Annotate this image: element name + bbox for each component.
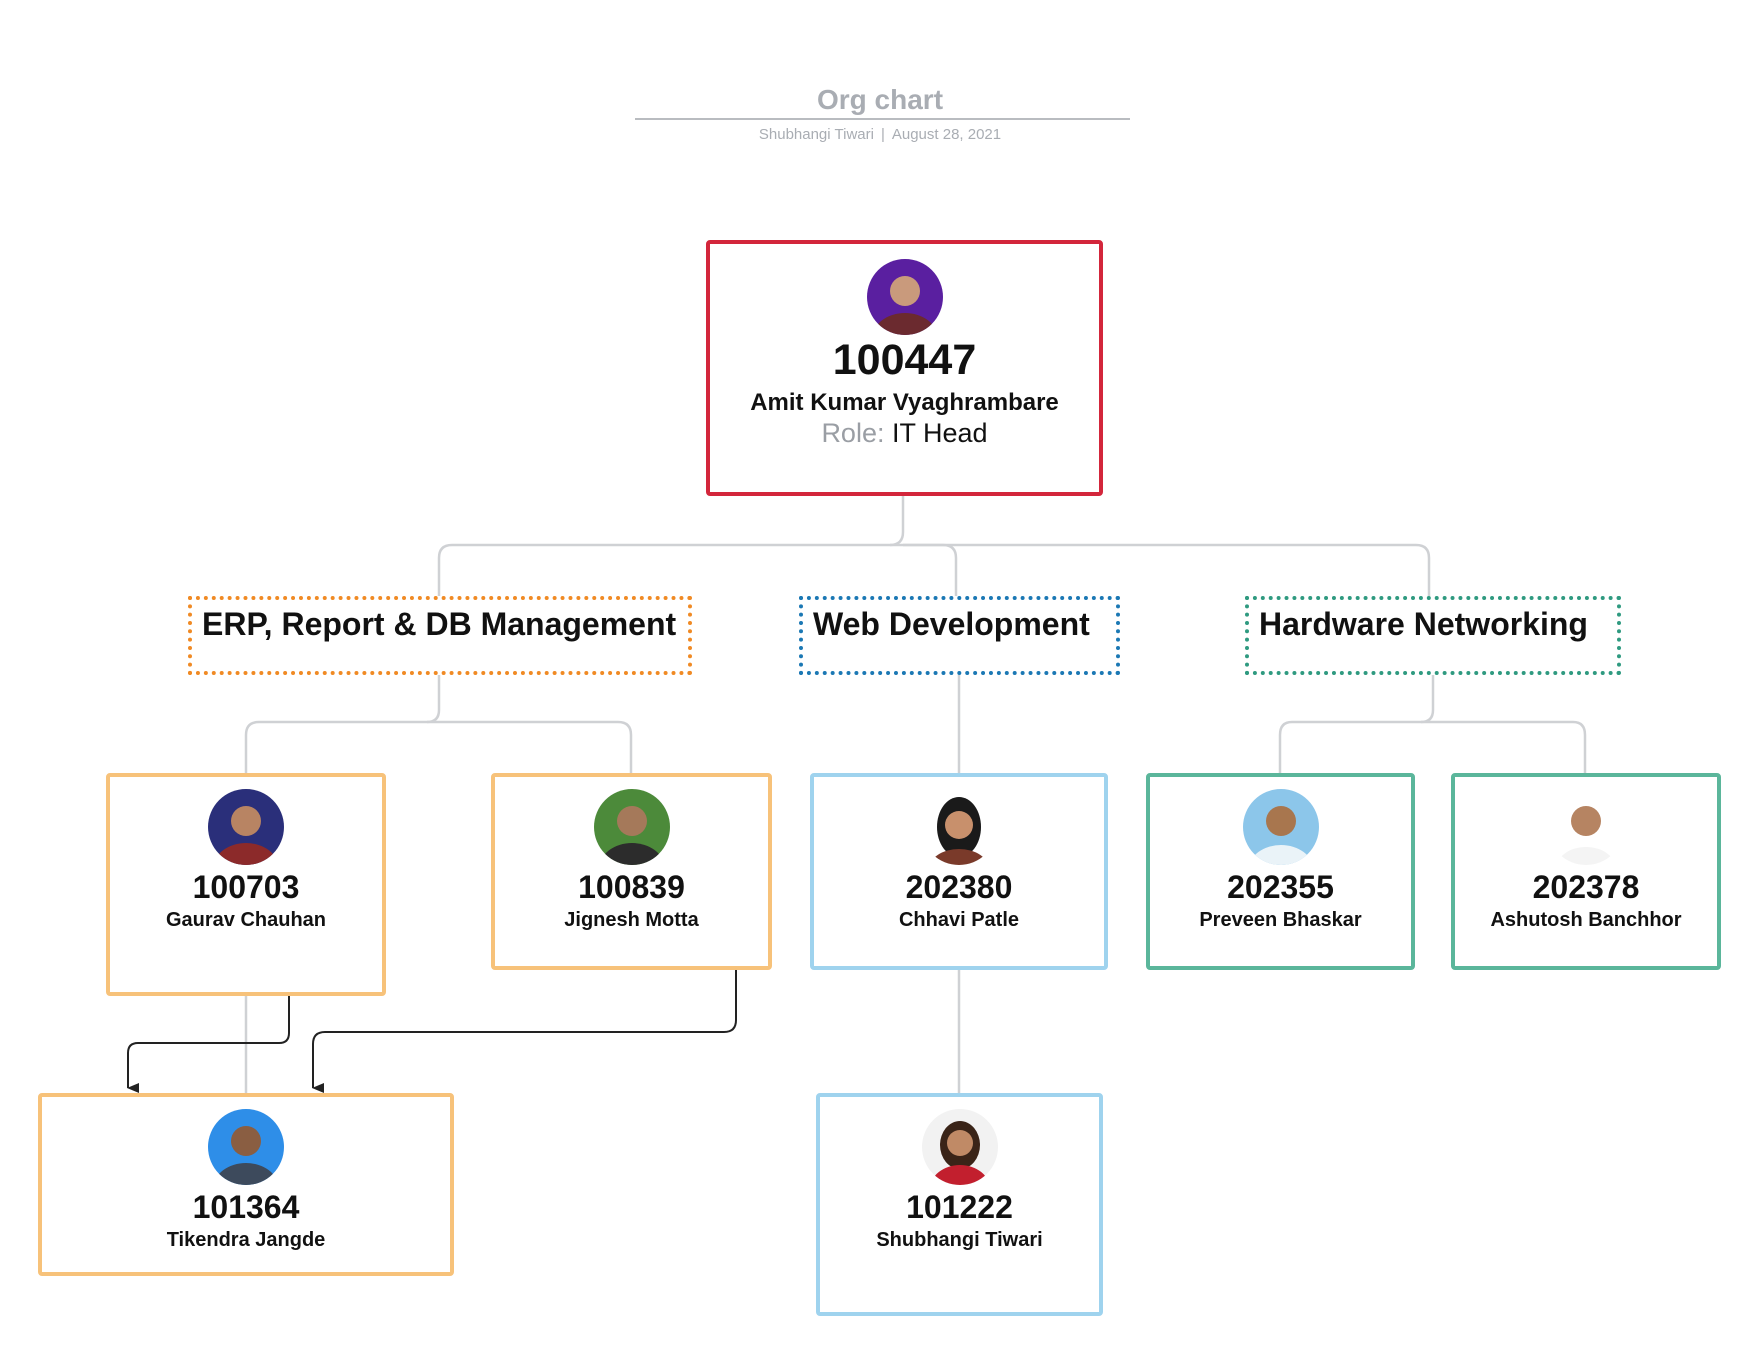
employee-id: 100839 bbox=[578, 869, 685, 905]
connector-head-to-hw bbox=[903, 543, 1431, 598]
employee-card-101364[interactable]: 101364 Tikendra Jangde bbox=[38, 1093, 454, 1276]
arrow-gaurav-to-tikendra bbox=[127, 994, 290, 1093]
meta-separator: | bbox=[880, 126, 885, 143]
avatar bbox=[1548, 789, 1624, 865]
employee-name: Jignesh Motta bbox=[564, 909, 699, 931]
employee-name: Preveen Bhaskar bbox=[1199, 909, 1362, 931]
chart-meta: Shubhangi Tiwari | August 28, 2021 bbox=[620, 126, 1140, 143]
person-photo-icon bbox=[921, 789, 997, 865]
avatar bbox=[921, 789, 997, 865]
employee-name: Amit Kumar Vyaghrambare bbox=[750, 389, 1059, 416]
employee-id: 100447 bbox=[832, 336, 977, 384]
connector-erp-to-gaurav bbox=[244, 720, 439, 775]
employee-id: 202380 bbox=[905, 869, 1013, 905]
connector-head-to-erp bbox=[437, 543, 903, 598]
employee-role: Role: IT Head bbox=[710, 418, 1099, 449]
title-divider bbox=[635, 118, 1130, 120]
person-photo-icon bbox=[593, 789, 670, 865]
employee-card-202378[interactable]: 202378 Ashutosh Banchhor bbox=[1451, 773, 1721, 970]
employee-name: Tikendra Jangde bbox=[166, 1229, 326, 1251]
author-name: Shubhangi Tiwari bbox=[758, 126, 874, 143]
connector-head-down bbox=[889, 492, 905, 547]
avatar bbox=[208, 1109, 284, 1185]
role-label: Role: bbox=[821, 418, 885, 448]
employee-card-101222[interactable]: 101222 Shubhangi Tiwari bbox=[816, 1093, 1103, 1316]
person-photo-icon bbox=[208, 1109, 284, 1185]
team-name: ERP, Report & DB Management bbox=[202, 606, 677, 642]
avatar bbox=[921, 1109, 998, 1185]
employee-id: 202378 bbox=[1532, 869, 1640, 905]
employee-id: 101222 bbox=[906, 1189, 1013, 1225]
avatar bbox=[866, 259, 943, 335]
connector-erp-to-jignesh bbox=[439, 720, 633, 775]
employee-card-100839[interactable]: 100839 Jignesh Motta bbox=[491, 773, 772, 970]
employee-card-202355[interactable]: 202355 Preveen Bhaskar bbox=[1146, 773, 1415, 970]
team-name: Hardware Networking bbox=[1259, 606, 1588, 642]
person-photo-icon bbox=[1548, 789, 1624, 865]
chart-title: Org chart bbox=[816, 84, 944, 115]
connector-hw-to-ashutosh bbox=[1433, 720, 1587, 775]
avatar bbox=[208, 789, 284, 865]
head-card[interactable]: 100447 Amit Kumar Vyaghrambare Role: IT … bbox=[706, 240, 1103, 496]
avatar bbox=[593, 789, 670, 865]
team-box-web[interactable]: Web Development bbox=[799, 596, 1120, 675]
team-box-hardware[interactable]: Hardware Networking bbox=[1245, 596, 1621, 675]
employee-name: Chhavi Patle bbox=[898, 909, 1020, 931]
team-name: Web Development bbox=[813, 606, 1090, 642]
person-photo-icon bbox=[921, 1109, 998, 1185]
employee-name: Gaurav Chauhan bbox=[165, 909, 327, 931]
person-photo-icon bbox=[1242, 789, 1319, 865]
connector-hw-to-preveen bbox=[1278, 720, 1433, 775]
person-photo-icon bbox=[866, 259, 943, 335]
employee-id: 100703 bbox=[192, 869, 300, 905]
connector-hw-down bbox=[1420, 672, 1435, 724]
employee-name: Shubhangi Tiwari bbox=[876, 1229, 1043, 1251]
role-value: IT Head bbox=[891, 418, 988, 448]
employee-name: Ashutosh Banchhor bbox=[1490, 909, 1682, 931]
connector-erp-down bbox=[426, 672, 441, 724]
chart-date: August 28, 2021 bbox=[891, 126, 1002, 143]
arrow-jignesh-to-tikendra bbox=[312, 970, 737, 1093]
avatar bbox=[1242, 789, 1319, 865]
team-box-erp[interactable]: ERP, Report & DB Management bbox=[188, 596, 692, 675]
employee-card-100703[interactable]: 100703 Gaurav Chauhan bbox=[106, 773, 386, 996]
employee-id: 101364 bbox=[192, 1189, 300, 1225]
employee-card-202380[interactable]: 202380 Chhavi Patle bbox=[810, 773, 1108, 970]
employee-id: 202355 bbox=[1227, 869, 1334, 905]
person-photo-icon bbox=[208, 789, 284, 865]
connector-head-to-web bbox=[903, 543, 958, 598]
